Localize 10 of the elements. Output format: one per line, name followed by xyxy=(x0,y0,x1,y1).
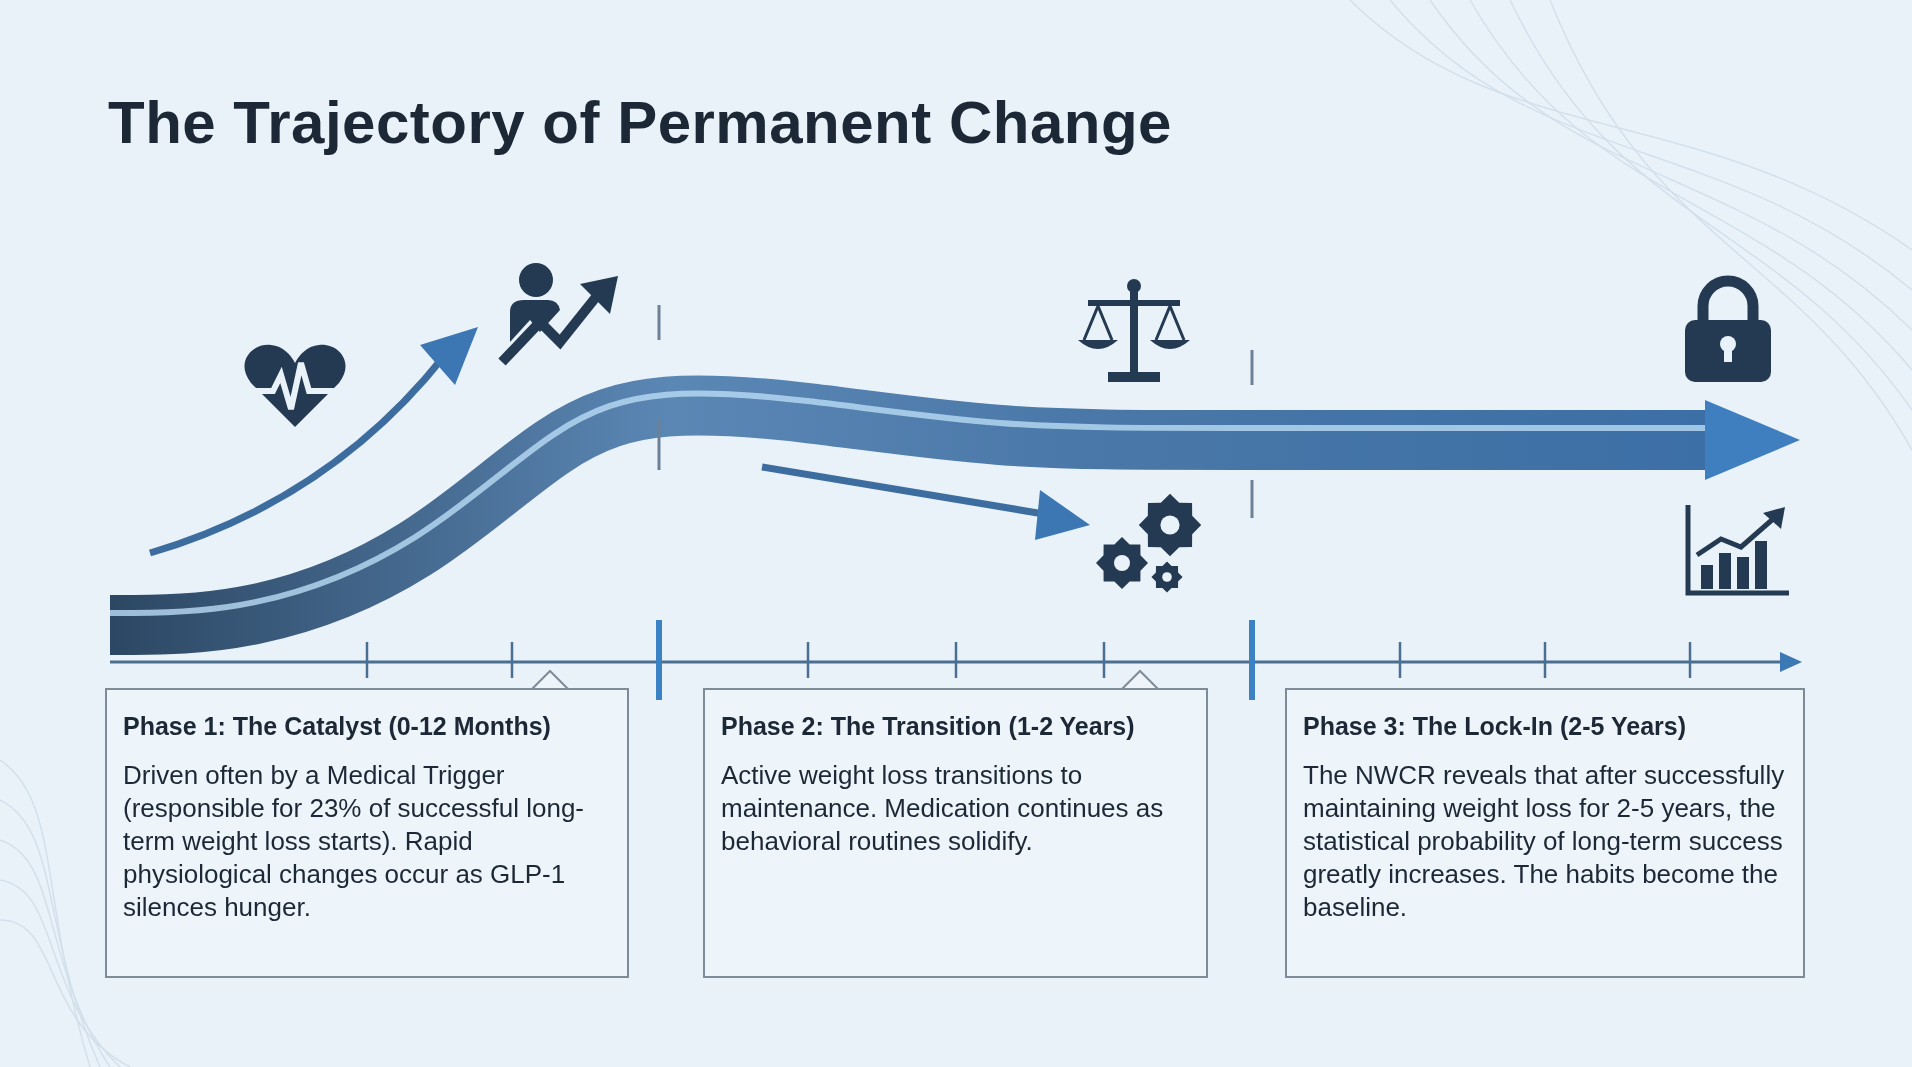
title: The Trajectory of Permanent Change xyxy=(108,88,1172,157)
phase-description: The NWCR reveals that after successfully maintaining weight loss for 2-5 years, the statistical probability of long-term success greatly increases. The habits become the baseline. xyxy=(1303,759,1786,925)
phase-card xyxy=(105,688,629,978)
phase-heading: Phase 2: The Transition (1-2 Years) xyxy=(721,712,1136,741)
phase-description: Driven often by a Medical Trigger (responsible for 23% of successful long-term weight loss starts). Rapid physiological changes occur as GLP-1 silences hunger. xyxy=(123,759,585,925)
phase-card xyxy=(1285,688,1805,978)
phase-heading: Phase 1: The Catalyst (0-12 Months) xyxy=(123,712,552,741)
phase-description: Active weight loss transitions to maintenance. Medication continues as behavioral routines solidify. xyxy=(721,759,1165,859)
phase-heading: Phase 3: The Lock-In (2-5 Years) xyxy=(1303,712,1688,741)
phase-card xyxy=(703,688,1208,978)
